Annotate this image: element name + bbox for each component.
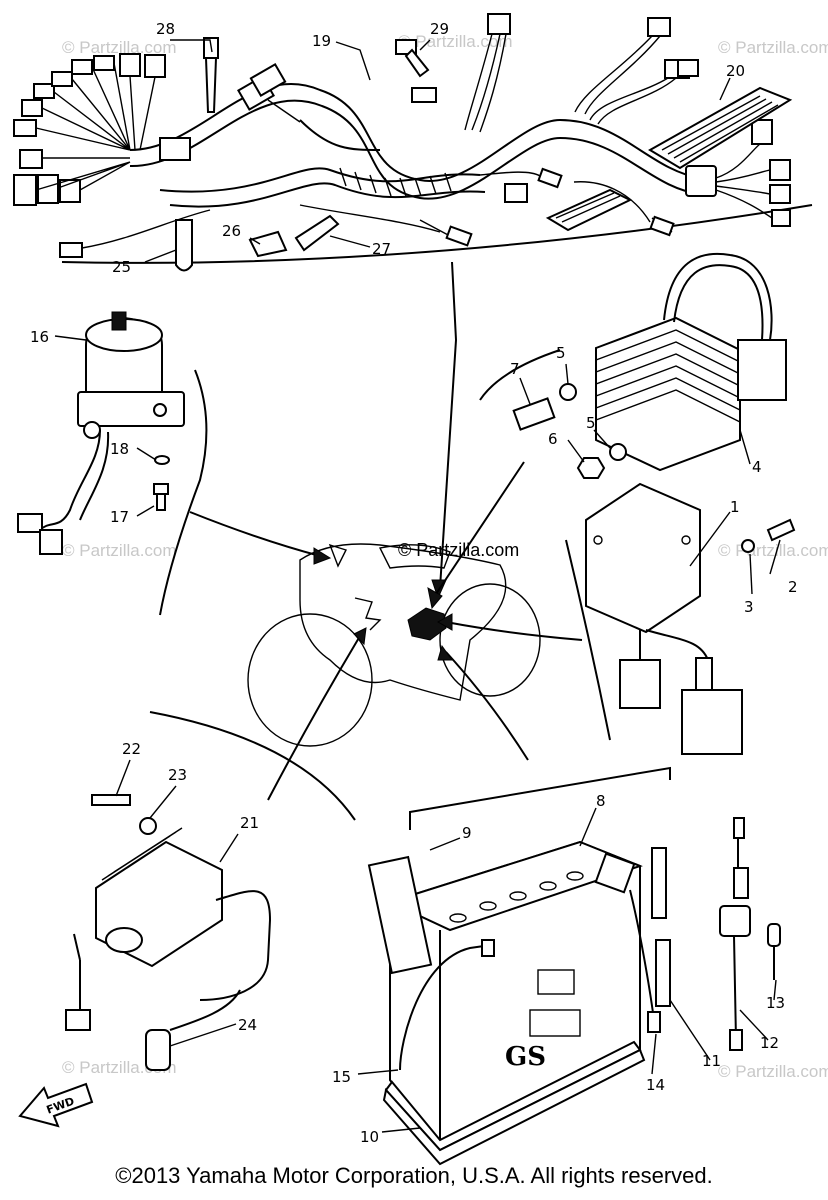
- battery-brand-label: GS: [505, 1042, 546, 1072]
- callout-9: 9: [462, 824, 472, 842]
- watermark: © Partzilla.com: [718, 541, 828, 560]
- pointer-arrows: [189, 261, 583, 801]
- callout-28: 28: [156, 20, 175, 38]
- callout-14: 14: [646, 1076, 665, 1094]
- watermark: © Partzilla.com: [398, 32, 513, 51]
- callout-8: 8: [596, 792, 606, 810]
- callout-19: 19: [312, 32, 331, 50]
- watermark: © Partzilla.com: [718, 38, 828, 57]
- ignition-coil-group: [65, 711, 356, 1071]
- callout-23: 23: [168, 766, 187, 784]
- fwd-arrow-icon: FWD: [18, 1082, 94, 1128]
- callout-2: 2: [788, 578, 798, 596]
- leader-lines: [54, 39, 781, 1133]
- callout-numbers: 28 19 29 20 25 26 27 16 18 17 5 7 5 6 4 …: [30, 20, 798, 1146]
- callout-21: 21: [240, 814, 259, 832]
- callout-12: 12: [760, 1034, 779, 1052]
- watermark: © Partzilla.com: [62, 38, 177, 57]
- callout-24: 24: [238, 1016, 257, 1034]
- rectifier-group: [479, 252, 787, 479]
- callout-26: 26: [222, 222, 241, 240]
- copyright-notice: ©2013 Yamaha Motor Corporation, U.S.A. A…: [115, 1163, 713, 1188]
- callout-29: 29: [430, 20, 449, 38]
- callout-16: 16: [30, 328, 49, 346]
- relay-group: [565, 482, 796, 755]
- callout-10: 10: [360, 1128, 379, 1146]
- main-switch-group: [17, 311, 208, 616]
- callout-15: 15: [332, 1068, 351, 1086]
- callout-4: 4: [752, 458, 762, 476]
- watermarks: © Partzilla.com © Partzilla.com © Partzi…: [62, 32, 828, 1081]
- connector-cluster-left: [13, 53, 166, 206]
- callout-27: 27: [372, 240, 391, 258]
- callout-17: 17: [110, 508, 129, 526]
- callout-5-upper: 5: [556, 344, 566, 362]
- callout-3: 3: [744, 598, 754, 616]
- callout-11: 11: [702, 1052, 721, 1070]
- callout-25: 25: [112, 258, 131, 276]
- battery-group: GS: [367, 766, 781, 1166]
- frame-silhouette: [247, 543, 541, 747]
- wire-harness-group: [13, 13, 813, 272]
- callout-6: 6: [548, 430, 558, 448]
- callout-5-lower: 5: [586, 414, 596, 432]
- callout-1: 1: [730, 498, 740, 516]
- watermark: © Partzilla.com: [718, 1062, 828, 1081]
- callout-22: 22: [122, 740, 141, 758]
- callout-7: 7: [510, 360, 520, 378]
- callout-20: 20: [726, 62, 745, 80]
- callout-13: 13: [766, 994, 785, 1012]
- watermark: © Partzilla.com: [62, 541, 177, 560]
- callout-18: 18: [110, 440, 129, 458]
- center-watermark: © Partzilla.com: [398, 540, 519, 560]
